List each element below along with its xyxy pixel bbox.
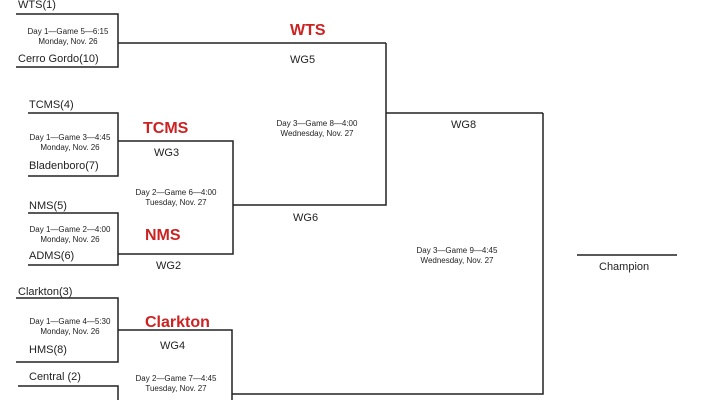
label-wg6: WG6 bbox=[293, 212, 319, 224]
team-cerro-gordo: Cerro Gordo(10) bbox=[18, 53, 99, 65]
game8-time: Day 3—Game 8—4:00 bbox=[276, 119, 358, 128]
winner-tcms: TCMS bbox=[143, 120, 189, 137]
game2-date: Monday, Nov. 26 bbox=[40, 235, 100, 244]
game2-info: Day 1—Game 2—4:00 Monday, Nov. 26 bbox=[24, 225, 116, 245]
label-wg5: WG5 bbox=[290, 54, 316, 66]
game2-time: Day 1—Game 2—4:00 bbox=[29, 225, 111, 234]
game6-date: Tuesday, Nov. 27 bbox=[145, 198, 207, 207]
team-adms: ADMS(6) bbox=[29, 250, 75, 262]
winner-wts: WTS bbox=[290, 22, 326, 39]
game7-date: Tuesday, Nov. 27 bbox=[145, 384, 207, 393]
game5-date: Monday, Nov. 26 bbox=[38, 37, 98, 46]
winner-nms: NMS bbox=[145, 227, 181, 244]
game9-info: Day 3—Game 9—4:45 Wednesday, Nov. 27 bbox=[395, 246, 519, 266]
game8-info: Day 3—Game 8—4:00 Wednesday, Nov. 27 bbox=[256, 119, 378, 139]
team-hms: HMS(8) bbox=[29, 344, 67, 356]
champion-label: Champion bbox=[599, 261, 650, 273]
game5-time: Day 1—Game 5—6:15 bbox=[27, 27, 109, 36]
bracket-game5-box bbox=[16, 13, 119, 68]
game9-time: Day 3—Game 9—4:45 bbox=[416, 246, 498, 255]
bracket-central-line bbox=[18, 385, 119, 400]
label-wg3: WG3 bbox=[154, 147, 180, 159]
game3-date: Monday, Nov. 26 bbox=[40, 143, 100, 152]
game6-time: Day 2—Game 6—4:00 bbox=[135, 188, 217, 197]
bracket-game3-box bbox=[28, 112, 119, 177]
game3-time: Day 1—Game 3—4:45 bbox=[29, 133, 111, 142]
team-tcms: TCMS(4) bbox=[29, 99, 74, 111]
bracket-game9-line bbox=[232, 113, 544, 395]
game4-time: Day 1—Game 4—5:30 bbox=[29, 317, 111, 326]
game7-info: Day 2—Game 7—4:45 Tuesday, Nov. 27 bbox=[120, 374, 232, 394]
team-wts: WTS(1) bbox=[18, 0, 56, 11]
label-wg8: WG8 bbox=[451, 119, 477, 131]
label-wg4: WG4 bbox=[160, 340, 186, 352]
bracket-game6-box bbox=[118, 140, 234, 255]
game8-date: Wednesday, Nov. 27 bbox=[280, 129, 354, 138]
game4-info: Day 1—Game 4—5:30 Monday, Nov. 26 bbox=[24, 317, 116, 337]
game3-info: Day 1—Game 3—4:45 Monday, Nov. 26 bbox=[24, 133, 116, 153]
game4-date: Monday, Nov. 26 bbox=[40, 327, 100, 336]
bracket-game2-box bbox=[28, 212, 119, 266]
game9-date: Wednesday, Nov. 27 bbox=[420, 256, 494, 265]
team-clarkton: Clarkton(3) bbox=[18, 286, 73, 298]
game7-time: Day 2—Game 7—4:45 bbox=[135, 374, 217, 383]
bracket-game7-line bbox=[118, 329, 233, 400]
game6-info: Day 2—Game 6—4:00 Tuesday, Nov. 27 bbox=[120, 188, 232, 208]
label-wg2: WG2 bbox=[156, 260, 182, 272]
team-bladenboro: Bladenboro(7) bbox=[29, 160, 99, 172]
bracket-game8-box bbox=[233, 43, 387, 206]
winner-clarkton: Clarkton bbox=[145, 314, 210, 331]
game5-info: Day 1—Game 5—6:15 Monday, Nov. 26 bbox=[20, 27, 116, 47]
team-nms: NMS(5) bbox=[29, 200, 67, 212]
team-central: Central (2) bbox=[29, 371, 81, 383]
